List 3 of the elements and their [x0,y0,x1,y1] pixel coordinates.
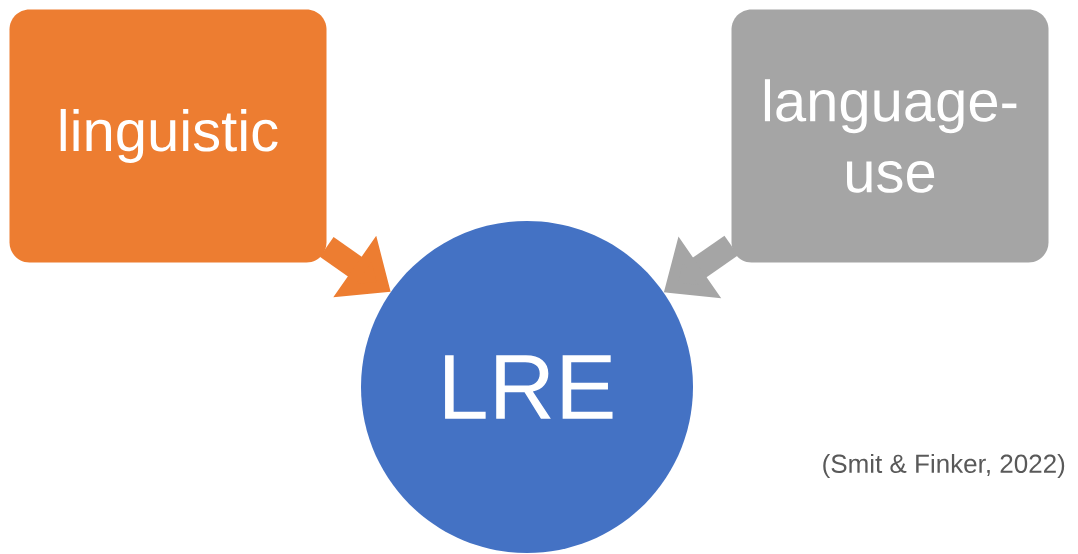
category-box: linguistic [9,9,327,263]
category-box: language-use [731,9,1049,263]
citation: (Smit & Finker, 2022) [823,453,1065,479]
